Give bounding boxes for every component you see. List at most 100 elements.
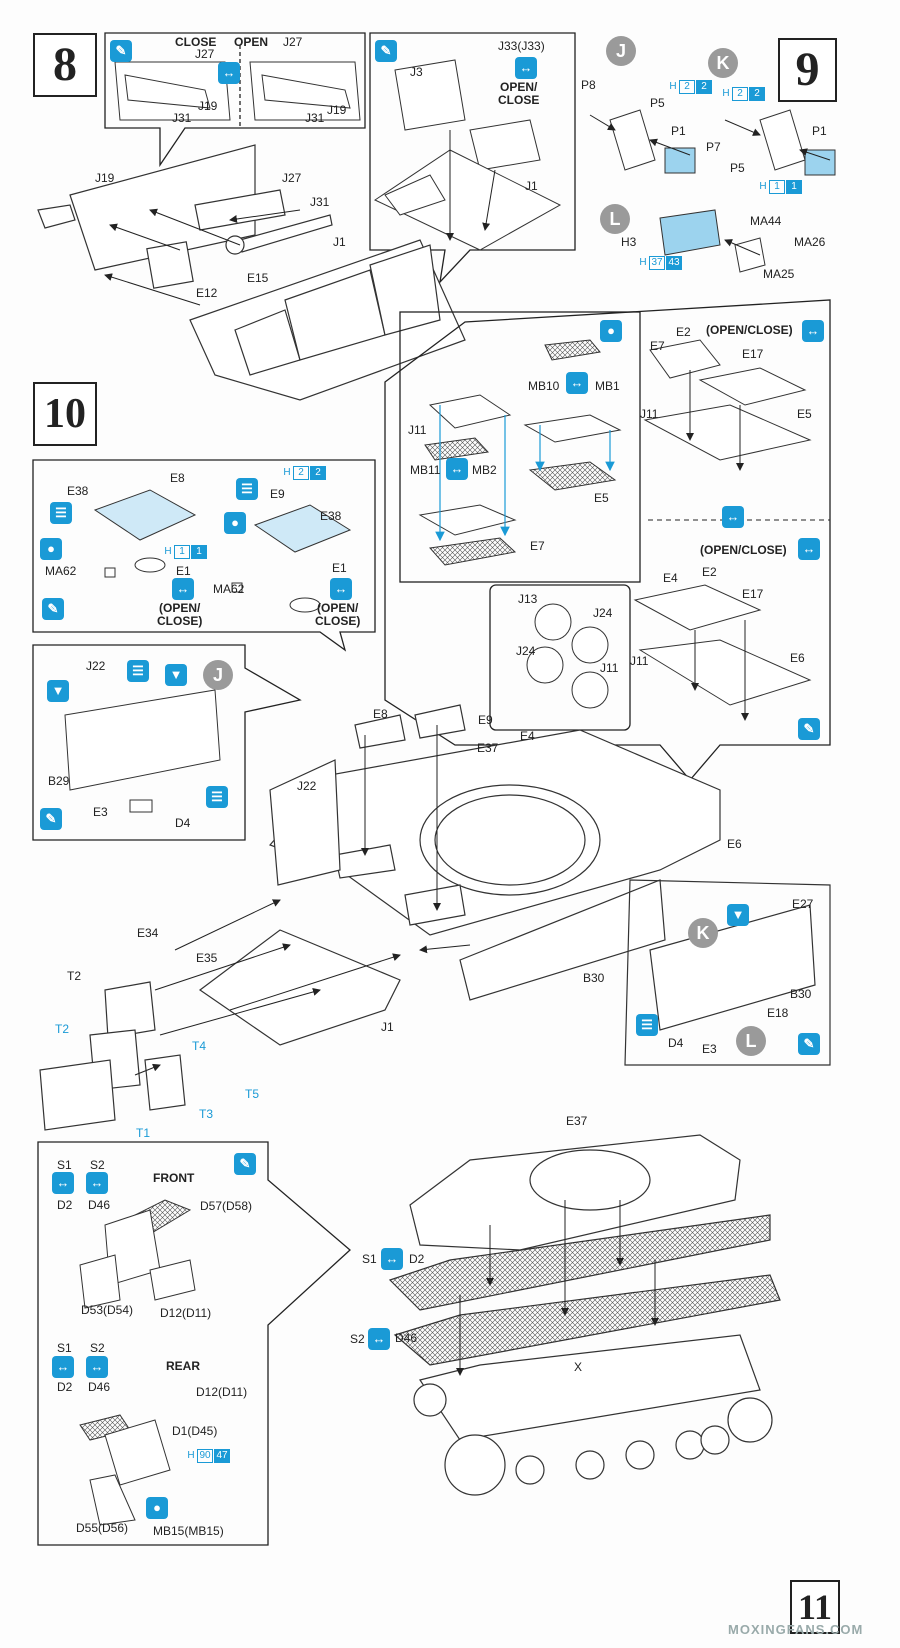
part-label: E35: [196, 951, 218, 965]
part-label: B30: [583, 971, 605, 985]
drill-icon: ▼: [165, 664, 187, 686]
part-label: T5: [245, 1087, 260, 1101]
part-label: P1: [671, 124, 686, 138]
part-label: H3: [621, 235, 637, 249]
front-title: FRONT: [153, 1171, 195, 1185]
part-label: D2: [409, 1252, 425, 1266]
step8-insets: [104, 32, 576, 284]
part-label: D46: [88, 1198, 111, 1212]
paint-icon: ☰: [236, 478, 258, 500]
part-label: E6: [790, 651, 805, 665]
part-label: MA62: [213, 582, 245, 596]
part-label: E1: [332, 561, 347, 575]
glue-icon: ✎: [42, 598, 64, 620]
part-label: J19: [327, 103, 347, 117]
step8-hull: [37, 144, 466, 401]
subassembly-l-marker: L: [600, 204, 630, 234]
part-label: S1: [57, 1158, 72, 1172]
step11-inset: [37, 1141, 351, 1546]
close-caption: CLOSE: [175, 35, 217, 49]
step-9-number: 9: [778, 38, 837, 102]
open-close-icon: ↔: [172, 578, 194, 600]
part-label: J1: [525, 179, 538, 193]
part-label: S2: [350, 1332, 365, 1346]
part-label: E8: [170, 471, 185, 485]
open-close-icon: ↔: [86, 1356, 108, 1378]
part-label: T4: [192, 1039, 207, 1053]
part-label: D46: [88, 1380, 111, 1394]
part-label: J22: [86, 659, 106, 673]
part-label: E4: [663, 571, 678, 585]
part-label: D12(D11): [196, 1385, 248, 1399]
part-label: J31: [172, 111, 192, 125]
part-label: MA25: [763, 267, 795, 281]
part-label: MB11: [410, 463, 441, 477]
open-close-caption: (OPEN/ CLOSE): [315, 601, 361, 628]
subassembly-l-marker: L: [736, 1026, 766, 1056]
open-caption: OPEN: [234, 35, 269, 49]
paint-icon: ☰: [127, 660, 149, 682]
paint-icon: ☰: [636, 1014, 658, 1036]
part-label: S2: [90, 1341, 105, 1355]
part-label: J27: [283, 35, 303, 49]
step-11-number: 11: [790, 1580, 840, 1634]
part-label: E3: [702, 1042, 717, 1056]
open-close-icon: ↔: [446, 458, 468, 480]
step10-side-inset: [32, 644, 302, 841]
part-label: E2: [702, 565, 717, 579]
paint-icon: ☰: [50, 502, 72, 524]
part-label: MA62: [45, 564, 77, 578]
part-label: T3: [199, 1107, 214, 1121]
part-label: E7: [650, 339, 665, 353]
part-label: E2: [676, 325, 691, 339]
open-close-icon: ↔: [330, 578, 352, 600]
part-label: E5: [594, 491, 609, 505]
part-label: P1: [812, 124, 827, 138]
open-close-caption: (OPEN/CLOSE): [706, 323, 793, 337]
part-label: B29: [48, 774, 70, 788]
drill-icon: ▼: [47, 680, 69, 702]
part-label: J11: [408, 423, 427, 437]
open-close-icon: ↔: [798, 538, 820, 560]
glue-icon: ✎: [375, 40, 397, 62]
part-label: E17: [742, 347, 764, 361]
part-label: E8: [373, 707, 388, 721]
drop-icon: ●: [40, 538, 62, 560]
subassembly-j-marker: J: [203, 660, 233, 690]
part-label: J11: [600, 661, 619, 675]
part-label: MA26: [794, 235, 826, 249]
part-label: E1: [176, 564, 191, 578]
part-label: D46: [395, 1331, 418, 1345]
part-label: D53(D54): [81, 1303, 134, 1317]
part-label: D2: [57, 1380, 73, 1394]
part-label: E18: [767, 1006, 789, 1020]
open-close-icon: ↔: [368, 1328, 390, 1350]
open-close-icon: ↔: [381, 1248, 403, 1270]
part-label: S2: [90, 1158, 105, 1172]
part-label: MB15(MB15): [153, 1524, 224, 1538]
open-close-icon: ↔: [52, 1172, 74, 1194]
step9-parts: [609, 109, 836, 273]
part-label: S1: [57, 1341, 72, 1355]
part-label: J11: [630, 654, 649, 668]
step-8-number: 8: [33, 33, 97, 97]
part-label: P7: [706, 140, 721, 154]
step8-inset-parts: [114, 59, 562, 251]
part-label: E6: [727, 837, 742, 851]
part-label: MA44: [750, 214, 782, 228]
part-label: J31: [310, 195, 330, 209]
part-label: J27: [282, 171, 302, 185]
open-close-icon: ↔: [515, 57, 537, 79]
part-label: J31: [305, 111, 325, 125]
glue-icon: ✎: [40, 808, 62, 830]
open-close-icon: ↔: [52, 1356, 74, 1378]
part-label: J11: [640, 407, 659, 421]
part-label: J19: [95, 171, 115, 185]
